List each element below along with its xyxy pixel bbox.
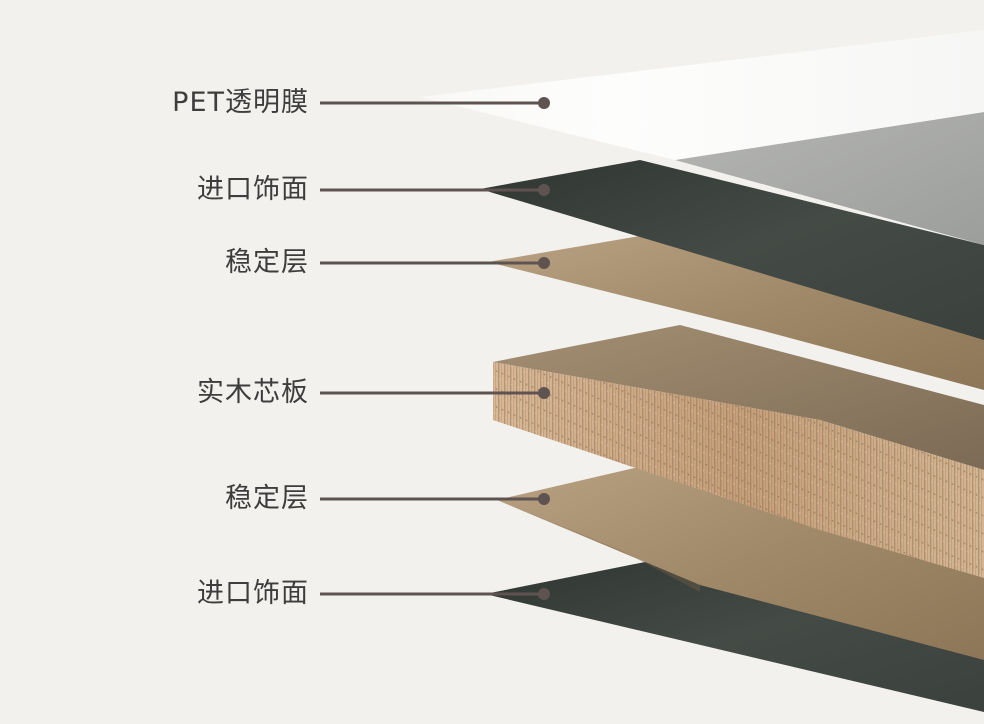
leader-dot-stabilizer-top — [538, 257, 550, 269]
leader-dot-pet — [538, 97, 550, 109]
decor-gray-surface — [675, 112, 984, 245]
label-stabilizer-bottom: 稳定层 — [225, 483, 309, 514]
leader-dot-decor-bottom — [538, 588, 550, 600]
core-board-grain — [493, 362, 984, 578]
upper-decor-layer — [480, 160, 984, 340]
leader-lines — [320, 101, 544, 596]
leader-dot-core — [538, 387, 550, 399]
upper-stabilizer-layer — [488, 236, 984, 390]
leader-dot-decor-top — [538, 184, 550, 196]
bottom-stabilizer-layer — [497, 462, 984, 660]
bottom-decor-layer — [485, 560, 984, 712]
core-board-top — [493, 325, 984, 470]
label-decor-bottom: 进口饰面 — [197, 578, 309, 609]
label-pet-film: PET透明膜 — [172, 87, 309, 118]
pet-film-layer — [420, 30, 984, 160]
leader-dot-stabilizer-bottom — [538, 493, 550, 505]
leader-dots — [538, 97, 550, 600]
label-stabilizer-top: 稳定层 — [225, 247, 309, 278]
label-decor-top: 进口饰面 — [197, 174, 309, 205]
label-core-board: 实木芯板 — [197, 377, 309, 408]
